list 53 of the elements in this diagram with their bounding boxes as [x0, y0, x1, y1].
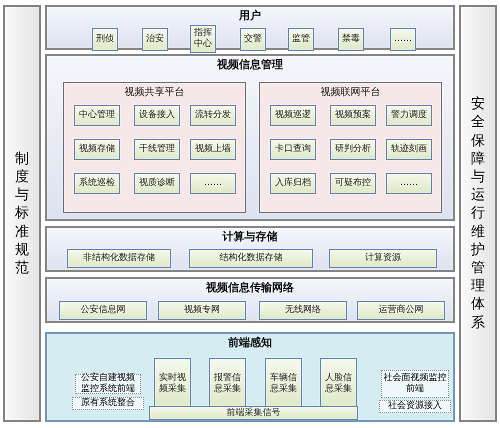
- module-box: 入库归档: [270, 173, 316, 194]
- module-box: 交警: [240, 28, 266, 51]
- module-box: 公安信息网: [59, 301, 147, 320]
- module-box: 系统巡检: [74, 173, 120, 194]
- layer-title: 用户: [238, 8, 262, 23]
- module-box: 指挥中心: [190, 25, 216, 53]
- dotted-box: 公安自建视频监控系统前端: [75, 374, 141, 394]
- platform-title: 视频共享平台: [124, 86, 186, 99]
- module-box: 干线管理: [134, 139, 180, 160]
- module-box: 无线网络: [259, 301, 347, 320]
- dotted-box: 社会面视频监控前端: [381, 370, 449, 398]
- layer-panel: [45, 5, 455, 50]
- module-box: 视频预案: [330, 105, 376, 126]
- module-box: 可疑布控: [330, 173, 376, 194]
- module-box: 轨迹刻画: [386, 139, 432, 160]
- module-box: 前端采集信号: [149, 406, 358, 420]
- platform-panel: [259, 82, 442, 213]
- module-box: 警力调度: [386, 105, 432, 126]
- platform-title: 视频联网平台: [320, 86, 382, 99]
- module-box: ……: [390, 28, 416, 51]
- module-box: 视频上墙: [190, 139, 236, 160]
- platform-panel: [63, 82, 246, 213]
- module-box: 结构化数据存储: [189, 249, 313, 268]
- layer-title: 前端感知: [227, 335, 273, 350]
- module-box: 运营商公网: [357, 301, 445, 320]
- module-box: 中心管理: [74, 105, 120, 126]
- module-box: 卡口查询: [270, 139, 316, 160]
- layer-panel: [45, 332, 455, 422]
- dotted-box: 原有系统整合: [72, 397, 144, 410]
- layer-title: 视频信息传输网络: [204, 280, 295, 295]
- module-box: ……: [190, 173, 236, 194]
- module-box: 计算资源: [329, 249, 437, 268]
- module-box: 治安: [142, 28, 168, 51]
- module-box: 研判分析: [330, 139, 376, 160]
- dotted-box: 社会资源接入: [379, 400, 451, 413]
- module-box: 禁毒: [338, 28, 364, 51]
- module-box: 视频巡逻: [270, 105, 316, 126]
- layer-panel: [45, 277, 455, 323]
- module-box: ……: [386, 173, 432, 194]
- module-box: 视频专网: [158, 301, 246, 320]
- module-box: 非结构化数据存储: [67, 249, 171, 268]
- side-band: 制度与标准规范: [3, 5, 41, 422]
- module-box: 视频存储: [74, 139, 120, 160]
- side-band: 安全保障与运行维护管理体系: [459, 5, 497, 422]
- module-box: 刑侦: [92, 28, 118, 51]
- layer-panel: [45, 54, 455, 221]
- module-box: 流转分发: [190, 105, 236, 126]
- layer-panel: [45, 226, 455, 272]
- module-box: 视质诊断: [134, 173, 180, 194]
- module-box: 设备接入: [134, 105, 180, 126]
- layer-title: 计算与存储: [221, 229, 278, 244]
- layer-title: 视频信息管理: [216, 57, 284, 72]
- module-box: 监管: [288, 28, 314, 51]
